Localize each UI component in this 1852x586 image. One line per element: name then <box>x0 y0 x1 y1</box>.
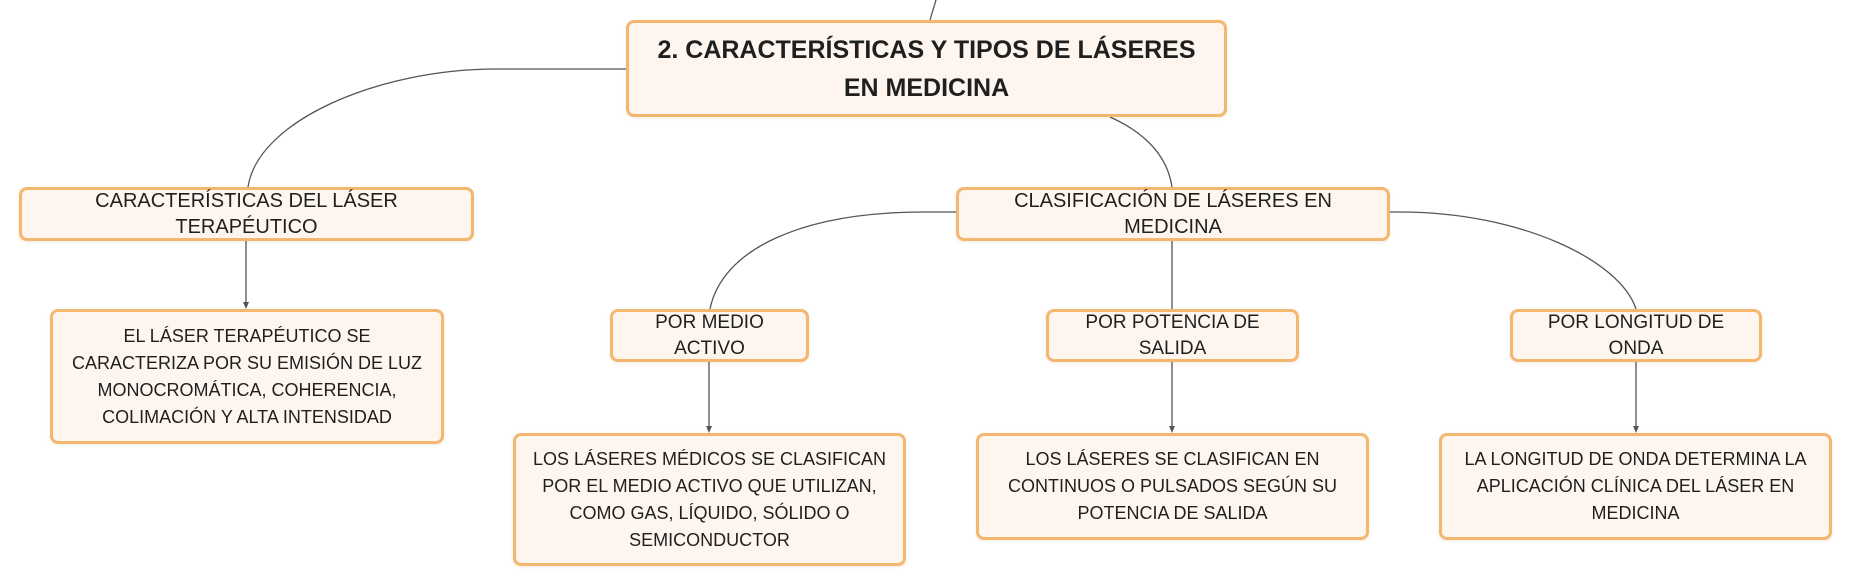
detail-node-medio-activo[interactable]: LOS LÁSERES MÉDICOS SE CLASIFICAN POR EL… <box>513 433 906 566</box>
arrowhead-potencia-detail <box>1169 426 1175 433</box>
subtopic-node-longitud[interactable]: POR LONGITUD DE ONDA <box>1510 309 1762 362</box>
branch-label-classification: CLASIFICACIÓN DE LÁSERES EN MEDICINA <box>1014 190 1332 238</box>
arrowhead-characteristics-detail <box>243 302 249 309</box>
arrowhead-medio-activo-detail <box>706 426 712 433</box>
subtopic-label-potencia: POR POTENCIA DE SALIDA <box>1085 311 1260 359</box>
detail-node-characteristics[interactable]: EL LÁSER TERAPÉUTICO SE CARACTERIZA POR … <box>50 309 444 444</box>
root-topic-label: 2. CARACTERÍSTICAS Y TIPOS DE LÁSERES EN… <box>657 35 1196 102</box>
arrowhead-longitud-detail <box>1633 426 1639 433</box>
subtopic-label-medio-activo: POR MEDIO ACTIVO <box>655 311 764 359</box>
connector-parent <box>929 0 937 21</box>
detail-text-potencia: LOS LÁSERES SE CLASIFICAN EN CONTINUOS O… <box>1007 449 1338 523</box>
root-topic-node[interactable]: 2. CARACTERÍSTICAS Y TIPOS DE LÁSERES EN… <box>626 20 1227 117</box>
connector-classification-to-longitud <box>1390 211 1637 310</box>
subtopic-node-potencia[interactable]: POR POTENCIA DE SALIDA <box>1046 309 1299 362</box>
detail-node-potencia[interactable]: LOS LÁSERES SE CLASIFICAN EN CONTINUOS O… <box>976 433 1369 540</box>
detail-text-longitud: LA LONGITUD DE ONDA DETERMINA LA APLICAC… <box>1464 449 1807 523</box>
subtopic-label-longitud: POR LONGITUD DE ONDA <box>1547 311 1725 359</box>
branch-node-classification[interactable]: CLASIFICACIÓN DE LÁSERES EN MEDICINA <box>956 187 1390 241</box>
branch-node-characteristics[interactable]: CARACTERÍSTICAS DEL LÁSER TERAPÉUTICO <box>19 187 474 241</box>
connector-classification-to-medio-activo <box>709 211 956 310</box>
detail-text-medio-activo: LOS LÁSERES MÉDICOS SE CLASIFICAN POR EL… <box>532 448 887 550</box>
connector-root-to-classification <box>1109 116 1173 188</box>
connector-root-to-characteristics <box>247 68 626 188</box>
detail-text-characteristics: EL LÁSER TERAPÉUTICO SE CARACTERIZA POR … <box>71 325 423 427</box>
subtopic-node-medio-activo[interactable]: POR MEDIO ACTIVO <box>610 309 809 362</box>
detail-node-longitud[interactable]: LA LONGITUD DE ONDA DETERMINA LA APLICAC… <box>1439 433 1832 540</box>
branch-label-characteristics: CARACTERÍSTICAS DEL LÁSER TERAPÉUTICO <box>95 190 398 238</box>
